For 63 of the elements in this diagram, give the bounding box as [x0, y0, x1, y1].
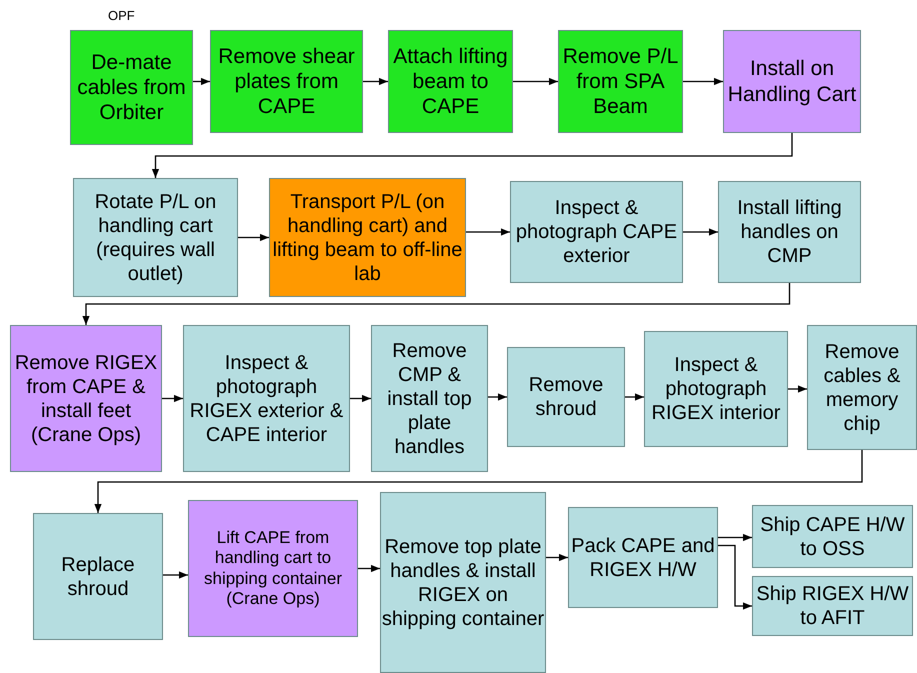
arrow — [193, 78, 210, 86]
step-text: Remove shear plates from CAPE — [217, 44, 356, 120]
process-box — [371, 325, 488, 472]
step-text: Attach lifting beam to CAPE — [392, 44, 509, 120]
arrow — [152, 133, 793, 178]
arrow — [162, 394, 183, 402]
arrow — [718, 544, 752, 610]
process-box — [183, 325, 350, 472]
process-box — [210, 30, 363, 133]
step-text: Inspect & photograph RIGEX interior — [650, 353, 782, 425]
arrow — [350, 394, 371, 402]
step-text: Remove cables & memory chip — [822, 340, 902, 436]
arrow — [683, 228, 718, 236]
arrow — [718, 534, 752, 542]
process-box — [752, 576, 913, 636]
arrow — [488, 393, 507, 401]
step-text: Ship RIGEX H/W to AFIT — [755, 582, 910, 630]
arrow — [546, 554, 568, 562]
step-text: Pack CAPE and RIGEX H/W — [570, 534, 716, 582]
process-box — [269, 178, 466, 297]
step-text: Install lifting handles on CMP — [736, 196, 843, 268]
step-text: Remove P/L from SPA Beam — [562, 44, 680, 120]
step-text: De-mate cables from Orbiter — [76, 50, 187, 126]
location-label: OPF — [108, 8, 135, 23]
process-box — [70, 30, 193, 145]
process-box — [33, 513, 163, 640]
process-box — [388, 30, 513, 133]
process-box — [718, 181, 861, 283]
step-text: Install on Handling Cart — [726, 56, 858, 107]
step-text: Remove CMP & install top plate handles — [386, 338, 473, 458]
arrow — [94, 450, 863, 513]
arrow — [363, 78, 388, 86]
process-box — [10, 325, 162, 472]
step-text: Rotate P/L on handling cart (requires wall outlet) — [94, 190, 218, 286]
process-box — [510, 181, 683, 283]
step-text: Lift CAPE from handling cart to shipping container (Crane Ops) — [203, 528, 343, 610]
arrow — [238, 234, 269, 242]
arrow — [466, 228, 510, 236]
process-box — [380, 492, 546, 673]
process-box — [188, 500, 358, 637]
step-text: Ship CAPE H/W to OSS — [759, 512, 906, 560]
arrow — [683, 78, 723, 86]
arrow — [788, 385, 807, 393]
arrow — [625, 393, 644, 401]
step-text: Replace shroud — [60, 552, 136, 600]
process-box — [723, 30, 861, 133]
process-box — [73, 178, 238, 297]
step-text: Transport P/L (on handling cart) and lifting beam to off-line lab — [272, 190, 464, 286]
process-box — [568, 507, 718, 608]
process-box — [644, 331, 788, 447]
process-box — [807, 325, 917, 450]
process-box — [752, 505, 913, 568]
arrow — [513, 78, 558, 86]
step-text: Inspect & photograph RIGEX exterior & CAPE interior — [188, 350, 344, 446]
arrow — [358, 564, 380, 572]
arrow — [163, 571, 188, 579]
process-box — [507, 347, 625, 447]
step-text: Remove shroud — [528, 373, 604, 421]
step-text: Remove top plate handles & install RIGEX on shipping container — [381, 534, 545, 630]
step-text: Remove RIGEX from CAPE & install feet (Crane Ops) — [14, 350, 158, 446]
arrow — [82, 283, 790, 325]
process-box — [558, 30, 683, 133]
step-text: Inspect & photograph CAPE exterior — [514, 196, 678, 268]
